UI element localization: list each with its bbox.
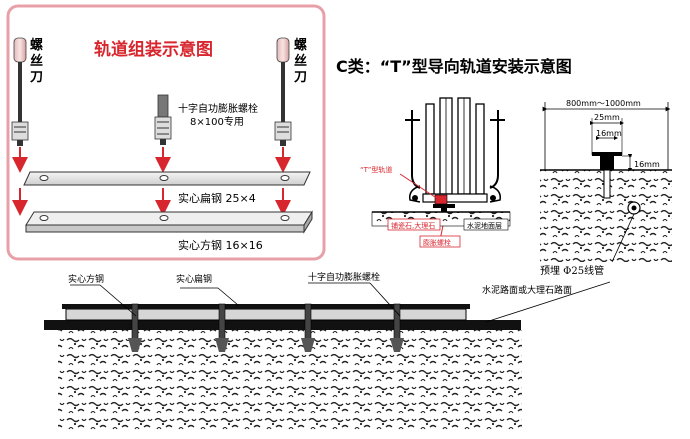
base-label-box [463,218,509,231]
bolt-label-line1: 十字自功膨胀螺栓 [178,102,258,115]
square-steel-bar [25,210,313,234]
screwdriver-right: 螺 丝 刀 [274,37,307,146]
bolt-label-box [419,235,461,248]
dim-overall: 800mm～1000mm [566,99,641,108]
base-label: 水泥地面层 [467,221,502,230]
section-floor-label: 水泥路面或大理石路面 [482,284,572,296]
rail-section-web [600,156,614,170]
rail-guide [434,194,448,205]
rail-label: “T”型轨道 [360,165,392,174]
floor-label-box [387,218,441,231]
gate-wheel-left [412,195,418,201]
rail-label-text: “T”型轨道 [360,165,392,174]
square-steel-label: 实心方钢 16×16 [178,238,263,252]
screwdriver-left-char-2: 丝 [30,53,43,69]
section-ground [58,330,522,430]
floor-label: 铺瓷石,大理石 [391,221,435,230]
bolt-head-left [11,121,29,141]
bolt-label-line2: 8×100专用 [190,115,244,128]
screwdriver-right-char-1: 螺 [294,37,307,53]
dim-16mm-height: 16mm [634,160,660,169]
section-surface [44,320,521,330]
embed-ground [540,170,672,262]
bolt-middle [154,94,172,145]
flat-steel-bar [23,171,311,186]
assembly-panel: 轨道组装示意图 螺 丝 刀 十字自功膨胀螺栓 8×100专用 [6,4,326,261]
screwdriver-left-char-3: 刀 [30,70,43,85]
assembly-title: 轨道组装示意图 [94,39,213,60]
screwdriver-left: 螺 丝 刀 [11,37,43,146]
gate-detail: “T”型轨道 铺瓷石,大理石 水泥地面层 膨胀螺栓 [360,97,511,248]
rail-section-flange [592,152,622,156]
screwdriver-right-char-2: 丝 [294,53,307,69]
flat-steel-label: 实心扁钢 25×4 [178,191,256,205]
dim-16mm-width: 16mm [596,129,622,138]
section-bolt-label: 十字自功膨胀螺栓 [308,271,380,283]
section-square-steel-label: 实心方钢 [68,273,104,285]
section-flat-steel [62,304,470,309]
cross-section: 实心方钢 实心扁钢 十字自功膨胀螺栓 水泥路面或大理石路面 [44,271,611,430]
screwdriver-right-char-3: 刀 [294,70,307,85]
expansion-bolt-label: 膨胀螺栓 [423,238,451,247]
section-square-steel [65,308,467,321]
gate-wheel-right [490,195,496,201]
screwdriver-left-char-1: 螺 [30,37,43,53]
section-bolts [128,303,404,352]
class-c-title: C类：“T”型导向轨道安装示意图 [336,57,572,76]
conduit-label: 预埋 Φ25线管 [540,264,604,277]
t-rail [433,204,455,208]
bolt-head-right [274,121,292,141]
section-flat-steel-label: 实心扁钢 [176,273,212,285]
embed-detail: 800mm～1000mm 25mm 16mm 16mm 预埋 Φ25线管 [540,99,672,277]
assembly-arrows [12,147,291,216]
dim-25mm: 25mm [594,113,620,122]
